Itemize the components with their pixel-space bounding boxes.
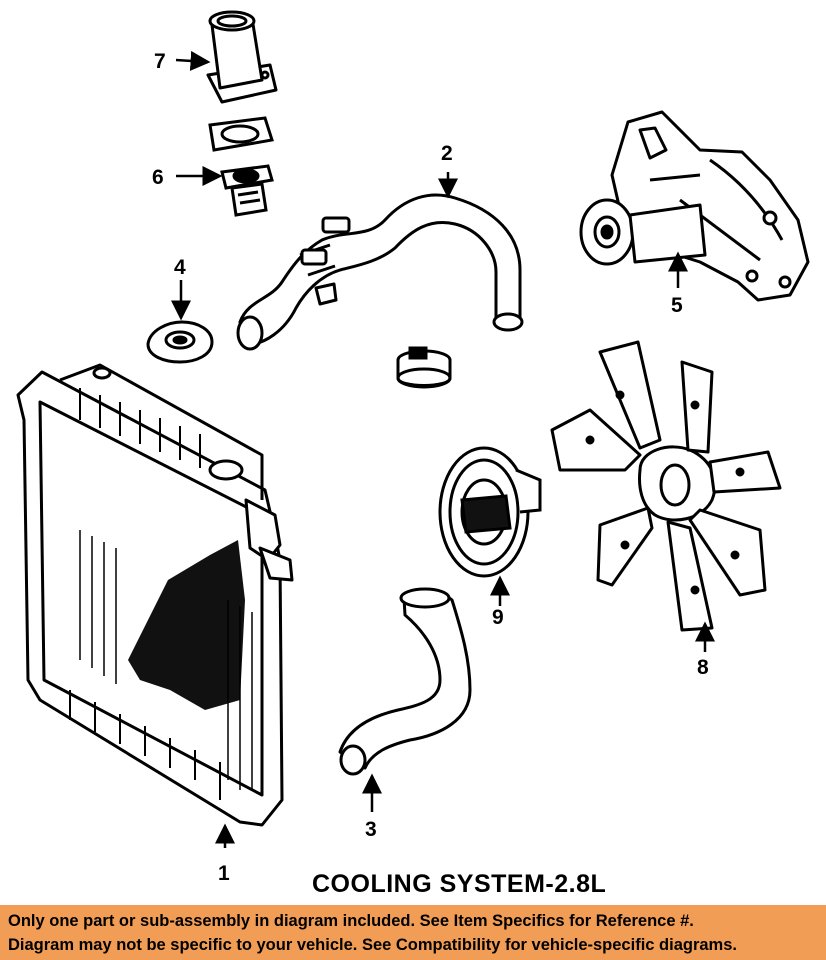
radiator-illustration [16, 363, 294, 827]
water-pump-illustration [579, 110, 810, 302]
callout-number-6: 6 [152, 166, 164, 189]
callout-number-1: 1 [218, 862, 230, 885]
disclaimer-banner: Only one part or sub-assembly in diagram… [0, 905, 826, 960]
gasket-illustration [208, 116, 274, 152]
callout-number-2: 2 [441, 142, 453, 165]
hose-clamp-illustration [396, 346, 452, 389]
diagram-title: COOLING SYSTEM-2.8L [312, 870, 606, 898]
callout-leader-lines [171, 50, 715, 848]
disclaimer-line-2: Diagram may not be specific to your vehi… [8, 936, 737, 954]
thermostat-housing-illustration [206, 10, 278, 104]
thermostat-illustration [220, 164, 274, 217]
radiator-core-fins [79, 530, 253, 790]
lower-hose-illustration [338, 587, 472, 776]
callout-number-8: 8 [697, 656, 709, 679]
disclaimer-line-1: Only one part or sub-assembly in diagram… [8, 912, 694, 930]
callout-number-5: 5 [671, 294, 683, 317]
cooling-system-diagram: 1 2 3 4 5 6 7 8 9 COOLING SYSTEM-2.8L [16, 10, 810, 898]
callout-number-4: 4 [174, 256, 186, 279]
fan-blade-illustration [550, 340, 782, 632]
upper-hose-illustration [236, 193, 524, 351]
radiator-core-shading [128, 540, 245, 710]
callout-number-7: 7 [154, 50, 166, 73]
callout-number-9: 9 [492, 606, 504, 629]
fan-clutch-illustration [438, 446, 542, 578]
callout-number-3: 3 [365, 818, 377, 841]
radiator-cap-illustration [146, 320, 214, 364]
